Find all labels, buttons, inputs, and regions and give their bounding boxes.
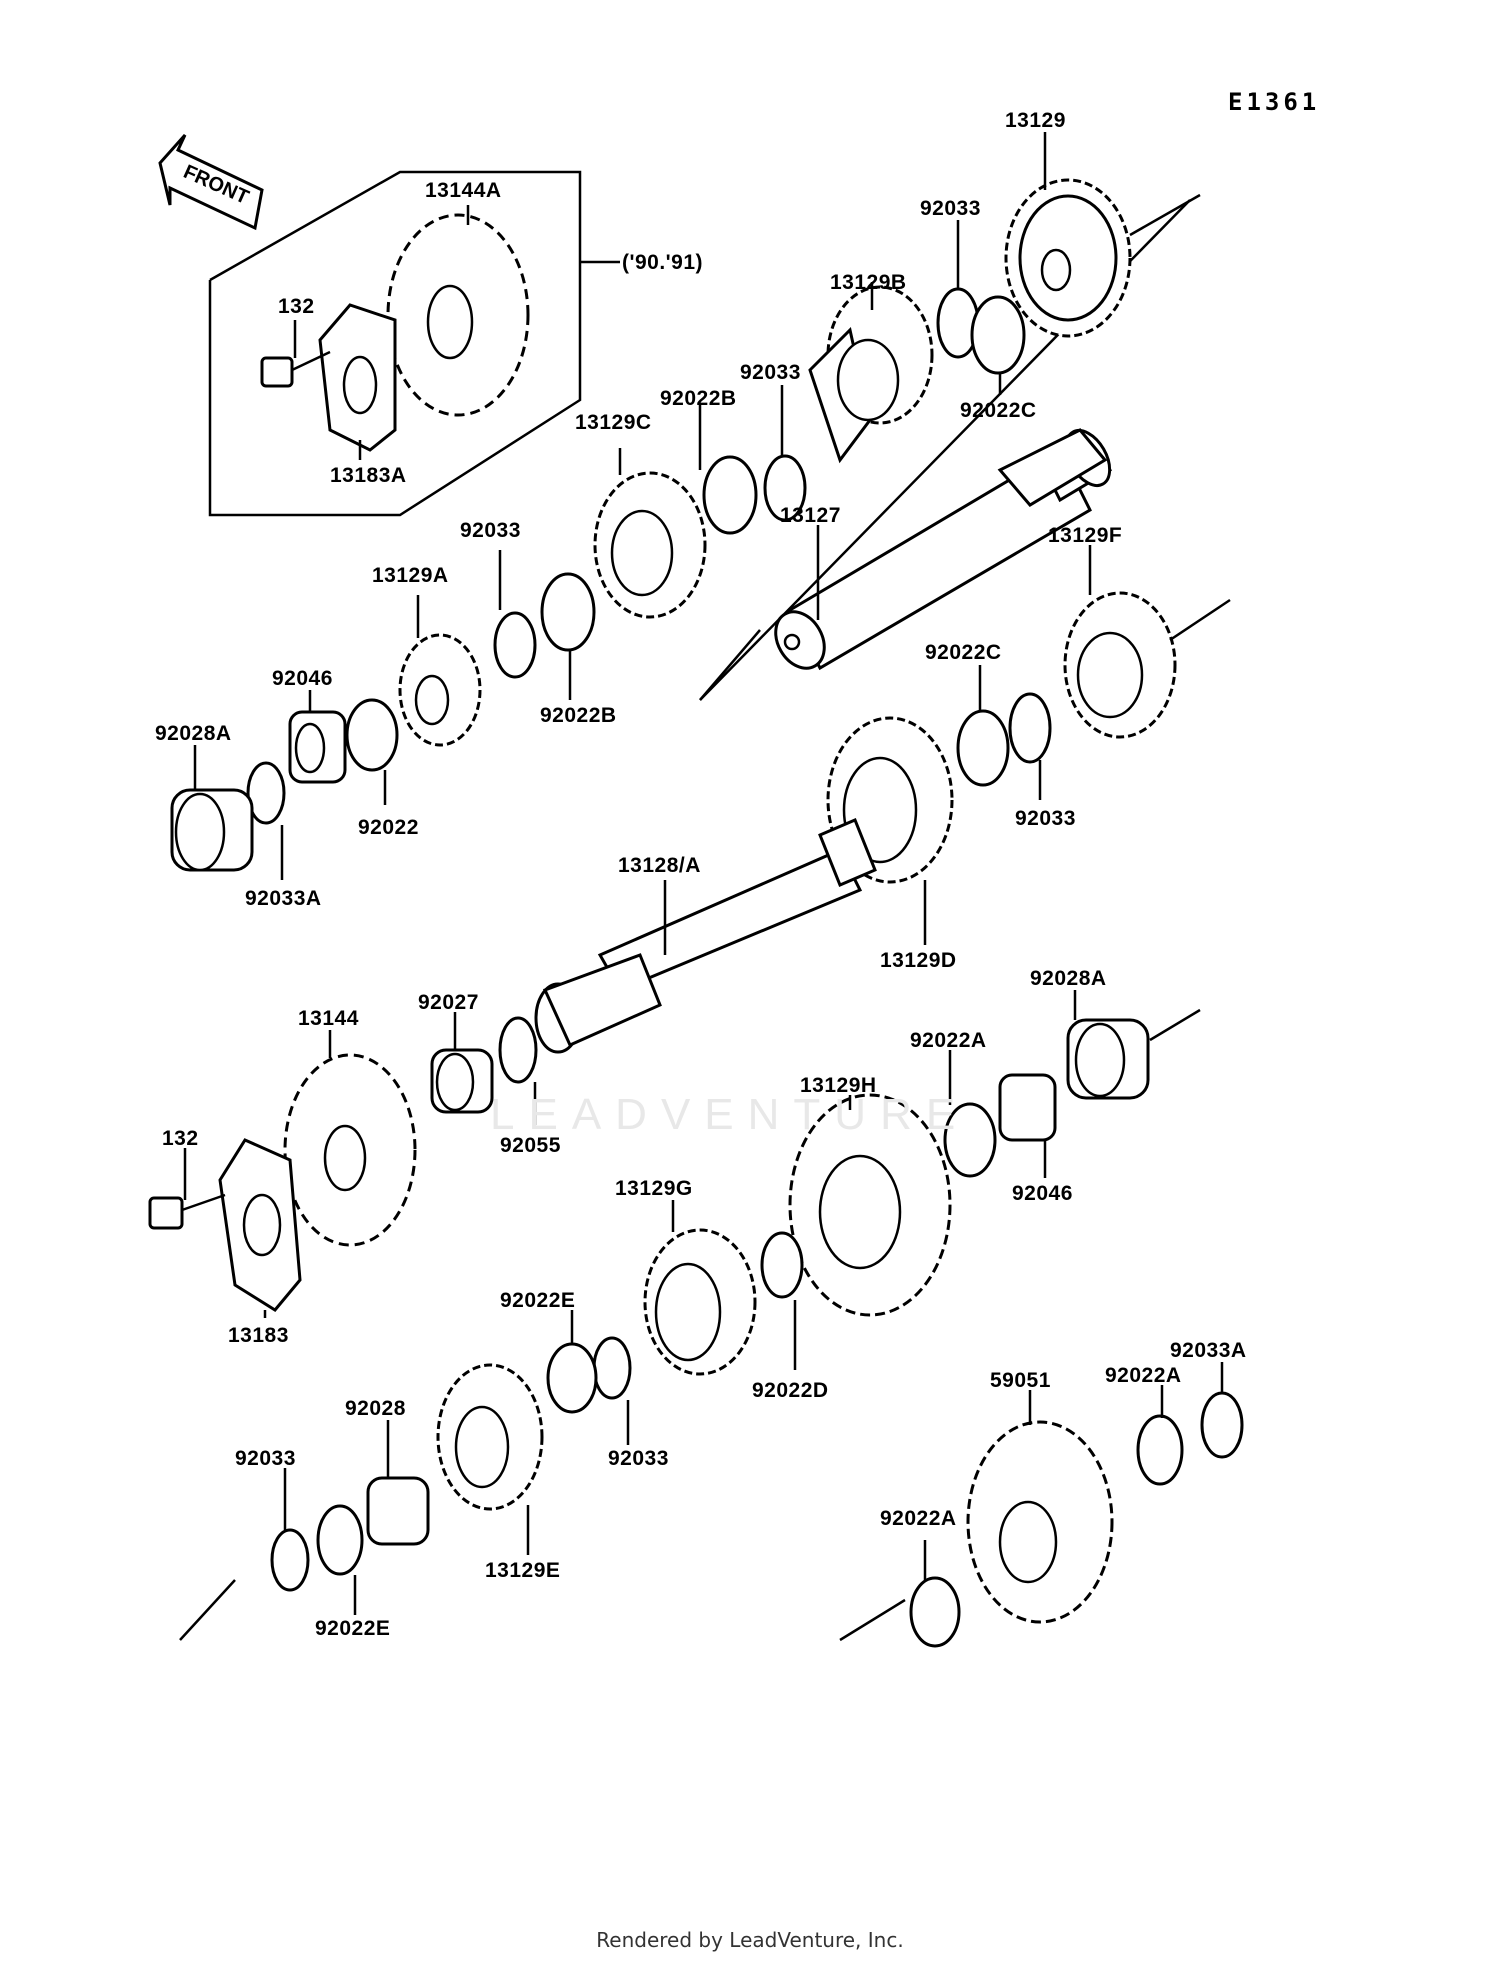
- ring-92022B-low: [540, 572, 596, 652]
- washer-92022A-top: [943, 1102, 997, 1178]
- label-13129C: 13129C: [575, 411, 652, 434]
- label-92022A-top: 92022A: [910, 1029, 987, 1052]
- label-92033-bottom: 92033: [235, 1447, 296, 1470]
- gear-13129F: [1063, 591, 1231, 739]
- label-13127: 13127: [780, 504, 841, 527]
- footer-credit: Rendered by LeadVenture, Inc.: [596, 1928, 904, 1952]
- label-92033-right: 92033: [1015, 807, 1076, 830]
- gear-59051: [966, 1420, 1114, 1624]
- bearing-92027: [430, 1048, 494, 1114]
- label-92028A-left: 92028A: [155, 722, 232, 745]
- label-92022B-top: 92022B: [660, 387, 737, 410]
- ring-92022E-low: [316, 1504, 364, 1576]
- label-59051: 59051: [990, 1369, 1051, 1392]
- label-13129D: 13129D: [880, 949, 957, 972]
- label-92022C-mid: 92022C: [925, 641, 1002, 664]
- bolt-132-lower-icon: [148, 1193, 226, 1230]
- gear-13129G: [643, 1228, 757, 1376]
- washer-92022D: [760, 1231, 804, 1299]
- gear-13129: [1004, 178, 1201, 338]
- plate-13183A: [318, 303, 397, 452]
- label-132-lower: 132: [162, 1127, 199, 1150]
- gear-13129B: [808, 285, 934, 464]
- gear-13129H: [788, 1093, 952, 1317]
- label-13144: 13144: [298, 1007, 359, 1030]
- label-13129: 13129: [1005, 109, 1066, 132]
- bearing-92028A-right: [1066, 1008, 1201, 1100]
- shaft-13128A: [534, 818, 877, 1054]
- label-92033-top: 92033: [920, 197, 981, 220]
- sprocket-13144A: [386, 213, 530, 417]
- label-92046-right: 92046: [1012, 1182, 1073, 1205]
- ring-92022C-top: [970, 295, 1026, 375]
- label-92033-center: 92033: [608, 1447, 669, 1470]
- leader-lines: [183, 132, 1224, 1615]
- gear-13129E: [436, 1363, 544, 1511]
- label-13129F: 13129F: [1048, 524, 1123, 547]
- label-132-upper: 132: [278, 295, 315, 318]
- washer-92022: [345, 698, 399, 772]
- label-13128A: 13128/A: [618, 854, 701, 877]
- label-92028A-right: 92028A: [1030, 967, 1107, 990]
- ring-92033-right: [1008, 692, 1052, 764]
- diagram-id: E1361: [1228, 88, 1321, 116]
- label-13144A: 13144A: [425, 179, 502, 202]
- label-92022: 92022: [358, 816, 419, 839]
- gear-13129C: [593, 471, 707, 619]
- label-92033A-left: 92033A: [245, 887, 322, 910]
- sprocket-13144: [283, 1053, 417, 1247]
- inset-box: [208, 170, 582, 517]
- shaft-13127: [699, 199, 1191, 701]
- label-13129G: 13129G: [615, 1177, 693, 1200]
- label-92028: 92028: [345, 1397, 406, 1420]
- watermark: LEADVENTURE: [490, 1090, 970, 1139]
- plate-13183: [218, 1138, 302, 1312]
- ring-92033A-left: [246, 761, 286, 825]
- front-arrow-icon: FRONT: [158, 134, 264, 231]
- label-92022E-low: 92022E: [315, 1617, 391, 1640]
- label-92046-left: 92046: [272, 667, 333, 690]
- label-92022C-top: 92022C: [960, 399, 1037, 422]
- ring-92022C-mid: [956, 709, 1010, 787]
- washer-92022A-low: [909, 1576, 961, 1648]
- bushing-92028: [366, 1476, 430, 1546]
- label-92033-left: 92033: [460, 519, 521, 542]
- bearing-92046-right: [998, 1073, 1057, 1142]
- ring-92033A-right: [1200, 1391, 1244, 1459]
- label-13129H: 13129H: [800, 1074, 877, 1097]
- label-92022A-low: 92022A: [880, 1507, 957, 1530]
- label-92022B-low: 92022B: [540, 704, 617, 727]
- bolt-132-upper-icon: [260, 350, 331, 388]
- gear-13129A: [398, 633, 482, 747]
- label-92022D: 92022D: [752, 1379, 829, 1402]
- label-13183: 13183: [228, 1324, 289, 1347]
- label-13129A: 13129A: [372, 564, 449, 587]
- bearing-92046-left: [288, 710, 347, 784]
- ring-92022E-top: [546, 1342, 598, 1414]
- ring-92033-center: [592, 1336, 632, 1400]
- label-13129B: 13129B: [830, 271, 907, 294]
- bearing-92028A-left: [170, 788, 254, 872]
- ring-92033-left: [493, 611, 537, 679]
- ring-92033-bottom: [270, 1528, 310, 1592]
- ring-92055: [498, 1016, 538, 1084]
- label-92033-mid: 92033: [740, 361, 801, 384]
- washer-92022A-mid: [1136, 1414, 1184, 1486]
- label-13183A: 13183A: [330, 464, 407, 487]
- label-92055: 92055: [500, 1134, 561, 1157]
- label-92033A-right: 92033A: [1170, 1339, 1247, 1362]
- ring-92022B-top: [702, 455, 758, 535]
- ring-92033-mid: [763, 454, 807, 522]
- year-note: ('90.'91): [622, 251, 704, 274]
- label-92022A-mid: 92022A: [1105, 1364, 1182, 1387]
- label-13129E: 13129E: [485, 1559, 561, 1582]
- label-92027: 92027: [418, 991, 479, 1014]
- label-92022E-top: 92022E: [500, 1289, 576, 1312]
